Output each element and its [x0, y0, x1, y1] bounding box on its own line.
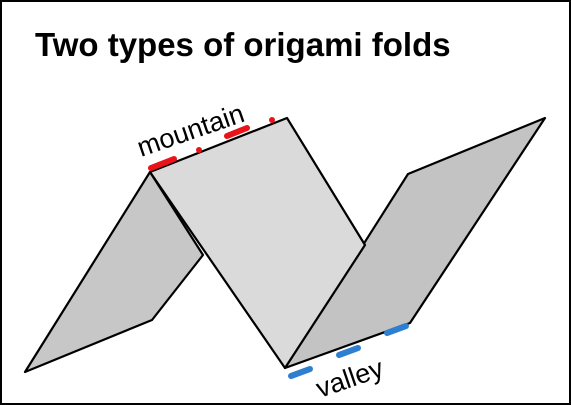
diagram-title: Two types of origami folds: [35, 26, 451, 63]
middle-paper-panel: [148, 116, 367, 370]
mountain-crease-line: [148, 125, 250, 171]
mountain-crease-dots: [196, 117, 275, 153]
valley-fold-label: valley: [312, 353, 388, 404]
left-paper-panel: [23, 170, 205, 374]
valley-crease-line: [288, 323, 409, 379]
right-paper-panel: [283, 116, 547, 370]
